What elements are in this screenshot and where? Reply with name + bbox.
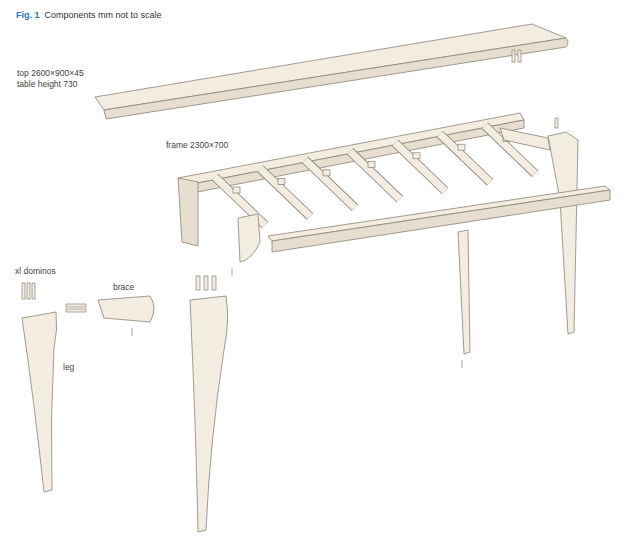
domino — [66, 304, 86, 307]
domino — [555, 118, 558, 128]
domino — [233, 187, 240, 193]
cross-rail — [305, 160, 355, 208]
cross-rail — [260, 168, 310, 216]
cross-rail — [305, 160, 355, 208]
cross-rail — [440, 134, 490, 182]
figure-title: Fig. 1 — [16, 10, 40, 21]
brace — [98, 296, 154, 322]
domino — [368, 161, 375, 167]
cross-rail — [440, 134, 490, 182]
cross-rail — [350, 151, 400, 199]
domino — [27, 283, 30, 299]
domino — [204, 276, 208, 290]
brace — [238, 214, 260, 262]
screw — [232, 268, 233, 276]
part-label: top 2600×900×45 — [16, 68, 85, 78]
cross-rail — [395, 143, 445, 191]
leg — [548, 132, 578, 334]
leg — [22, 312, 57, 492]
frame-end — [178, 178, 198, 246]
figure-caption: Components mm not to scale — [44, 10, 163, 21]
brace — [500, 128, 550, 150]
domino — [413, 153, 420, 159]
domino — [66, 309, 86, 312]
leg — [458, 230, 470, 354]
part-label: brace — [112, 282, 135, 292]
cross-rail — [350, 151, 400, 199]
domino — [458, 144, 465, 150]
screw — [132, 328, 133, 336]
frame-rail — [268, 186, 610, 241]
table-top — [95, 24, 566, 110]
frame-rail — [178, 113, 524, 186]
frame-rail — [272, 190, 610, 252]
table-top-edge — [104, 38, 568, 119]
part-label: frame 2300×700 — [165, 140, 229, 150]
dimension-label: table height 730 — [16, 79, 79, 89]
domino — [323, 170, 330, 176]
domino — [512, 50, 515, 62]
domino — [22, 283, 25, 299]
part-label: xl dominos — [14, 266, 57, 276]
cross-rail — [395, 143, 445, 191]
screw — [462, 360, 463, 368]
domino — [196, 276, 200, 290]
domino — [32, 283, 35, 299]
leg — [190, 296, 228, 532]
domino — [518, 50, 521, 62]
part-label: leg — [62, 362, 75, 372]
domino — [278, 178, 285, 184]
domino — [212, 276, 216, 290]
cross-rail — [260, 168, 310, 216]
